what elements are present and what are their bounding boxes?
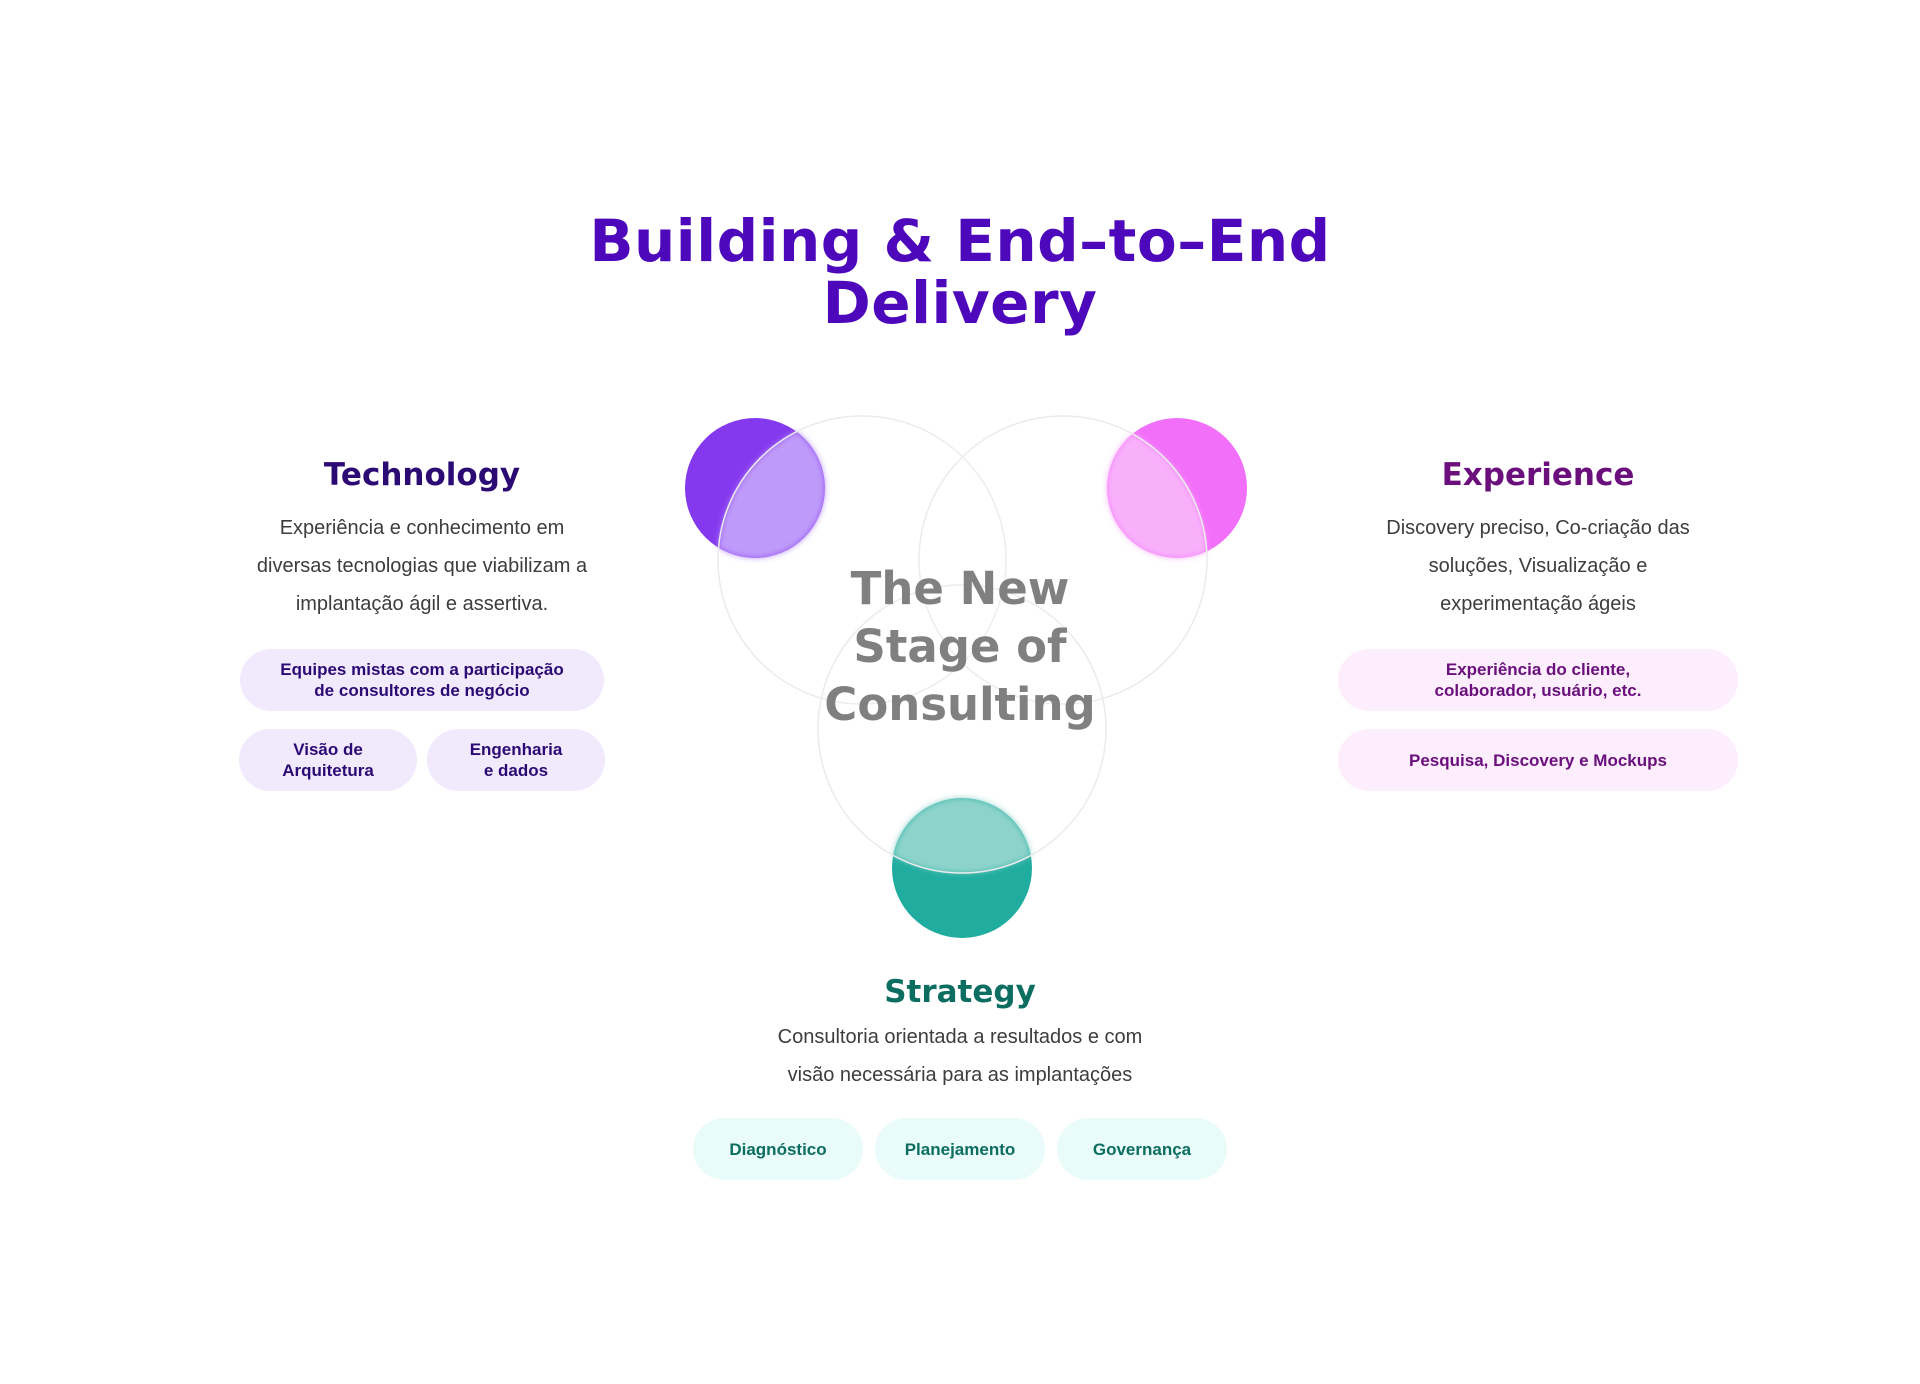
page-title-line-1: Building & End–to–End	[589, 207, 1331, 275]
strategy-section: Strategy Consultoria orientada a resulta…	[690, 972, 1230, 1180]
strategy-chips: Diagnóstico Planejamento Governança	[690, 1118, 1230, 1180]
center-label-line-3: Consulting	[824, 678, 1096, 731]
technology-section: Technology Experiência e conhecimento em…	[228, 455, 616, 791]
technology-chips: Equipes mistas com a participação de con…	[228, 649, 616, 791]
technology-title: Technology	[323, 457, 521, 493]
center-label-line-1: The New	[850, 562, 1070, 615]
technology-description-line-2: diversas tecnologias que viabilizam a	[256, 555, 588, 577]
strategy-description: Consultoria orientada a resultados e com…	[690, 1018, 1230, 1094]
chip-engenharia-dados: Engenharia e dados	[427, 729, 605, 791]
experience-description: Discovery preciso, Co-criação das soluçõ…	[1336, 509, 1740, 623]
strategy-dot-highlight	[892, 798, 1032, 873]
experience-description-line-2: soluções, Visualização e	[1428, 555, 1648, 577]
page-title: Building & End–to–End Delivery	[0, 210, 1920, 334]
chip-equipes-mistas: Equipes mistas com a participação de con…	[240, 649, 604, 711]
page-title-line-2: Delivery	[822, 269, 1098, 337]
strategy-description-line-2: visão necessária para as implantações	[787, 1064, 1133, 1086]
strategy-title: Strategy	[884, 974, 1036, 1010]
experience-chips: Experiência do cliente, colaborador, usu…	[1336, 649, 1740, 791]
chip-pesquisa-discovery: Pesquisa, Discovery e Mockups	[1338, 729, 1738, 791]
experience-dot-highlight	[1107, 418, 1207, 558]
experience-title: Experience	[1441, 457, 1635, 493]
strategy-description-line-1: Consultoria orientada a resultados e com	[777, 1026, 1143, 1048]
chip-governanca: Governança	[1057, 1118, 1227, 1180]
technology-dot-highlight	[718, 418, 825, 558]
strategy-dot	[892, 798, 1032, 938]
chip-planejamento: Planejamento	[875, 1118, 1045, 1180]
chip-diagnostico: Diagnóstico	[693, 1118, 863, 1180]
technology-description-line-3: implantação ágil e assertiva.	[295, 593, 549, 615]
experience-section: Experience Discovery preciso, Co-criação…	[1336, 455, 1740, 791]
technology-dot	[685, 418, 825, 558]
experience-dot	[1107, 418, 1247, 558]
center-label-line-2: Stage of	[853, 620, 1067, 673]
center-label: The New Stage of Consulting	[800, 560, 1120, 734]
chip-experiencia-cliente: Experiência do cliente, colaborador, usu…	[1338, 649, 1738, 711]
technology-description-line-1: Experiência e conhecimento em	[279, 517, 565, 539]
chip-visao-arquitetura: Visão de Arquitetura	[239, 729, 417, 791]
experience-description-line-3: experimentação ágeis	[1440, 593, 1636, 615]
experience-description-line-1: Discovery preciso, Co-criação das	[1386, 517, 1690, 539]
technology-description: Experiência e conhecimento em diversas t…	[228, 509, 616, 623]
